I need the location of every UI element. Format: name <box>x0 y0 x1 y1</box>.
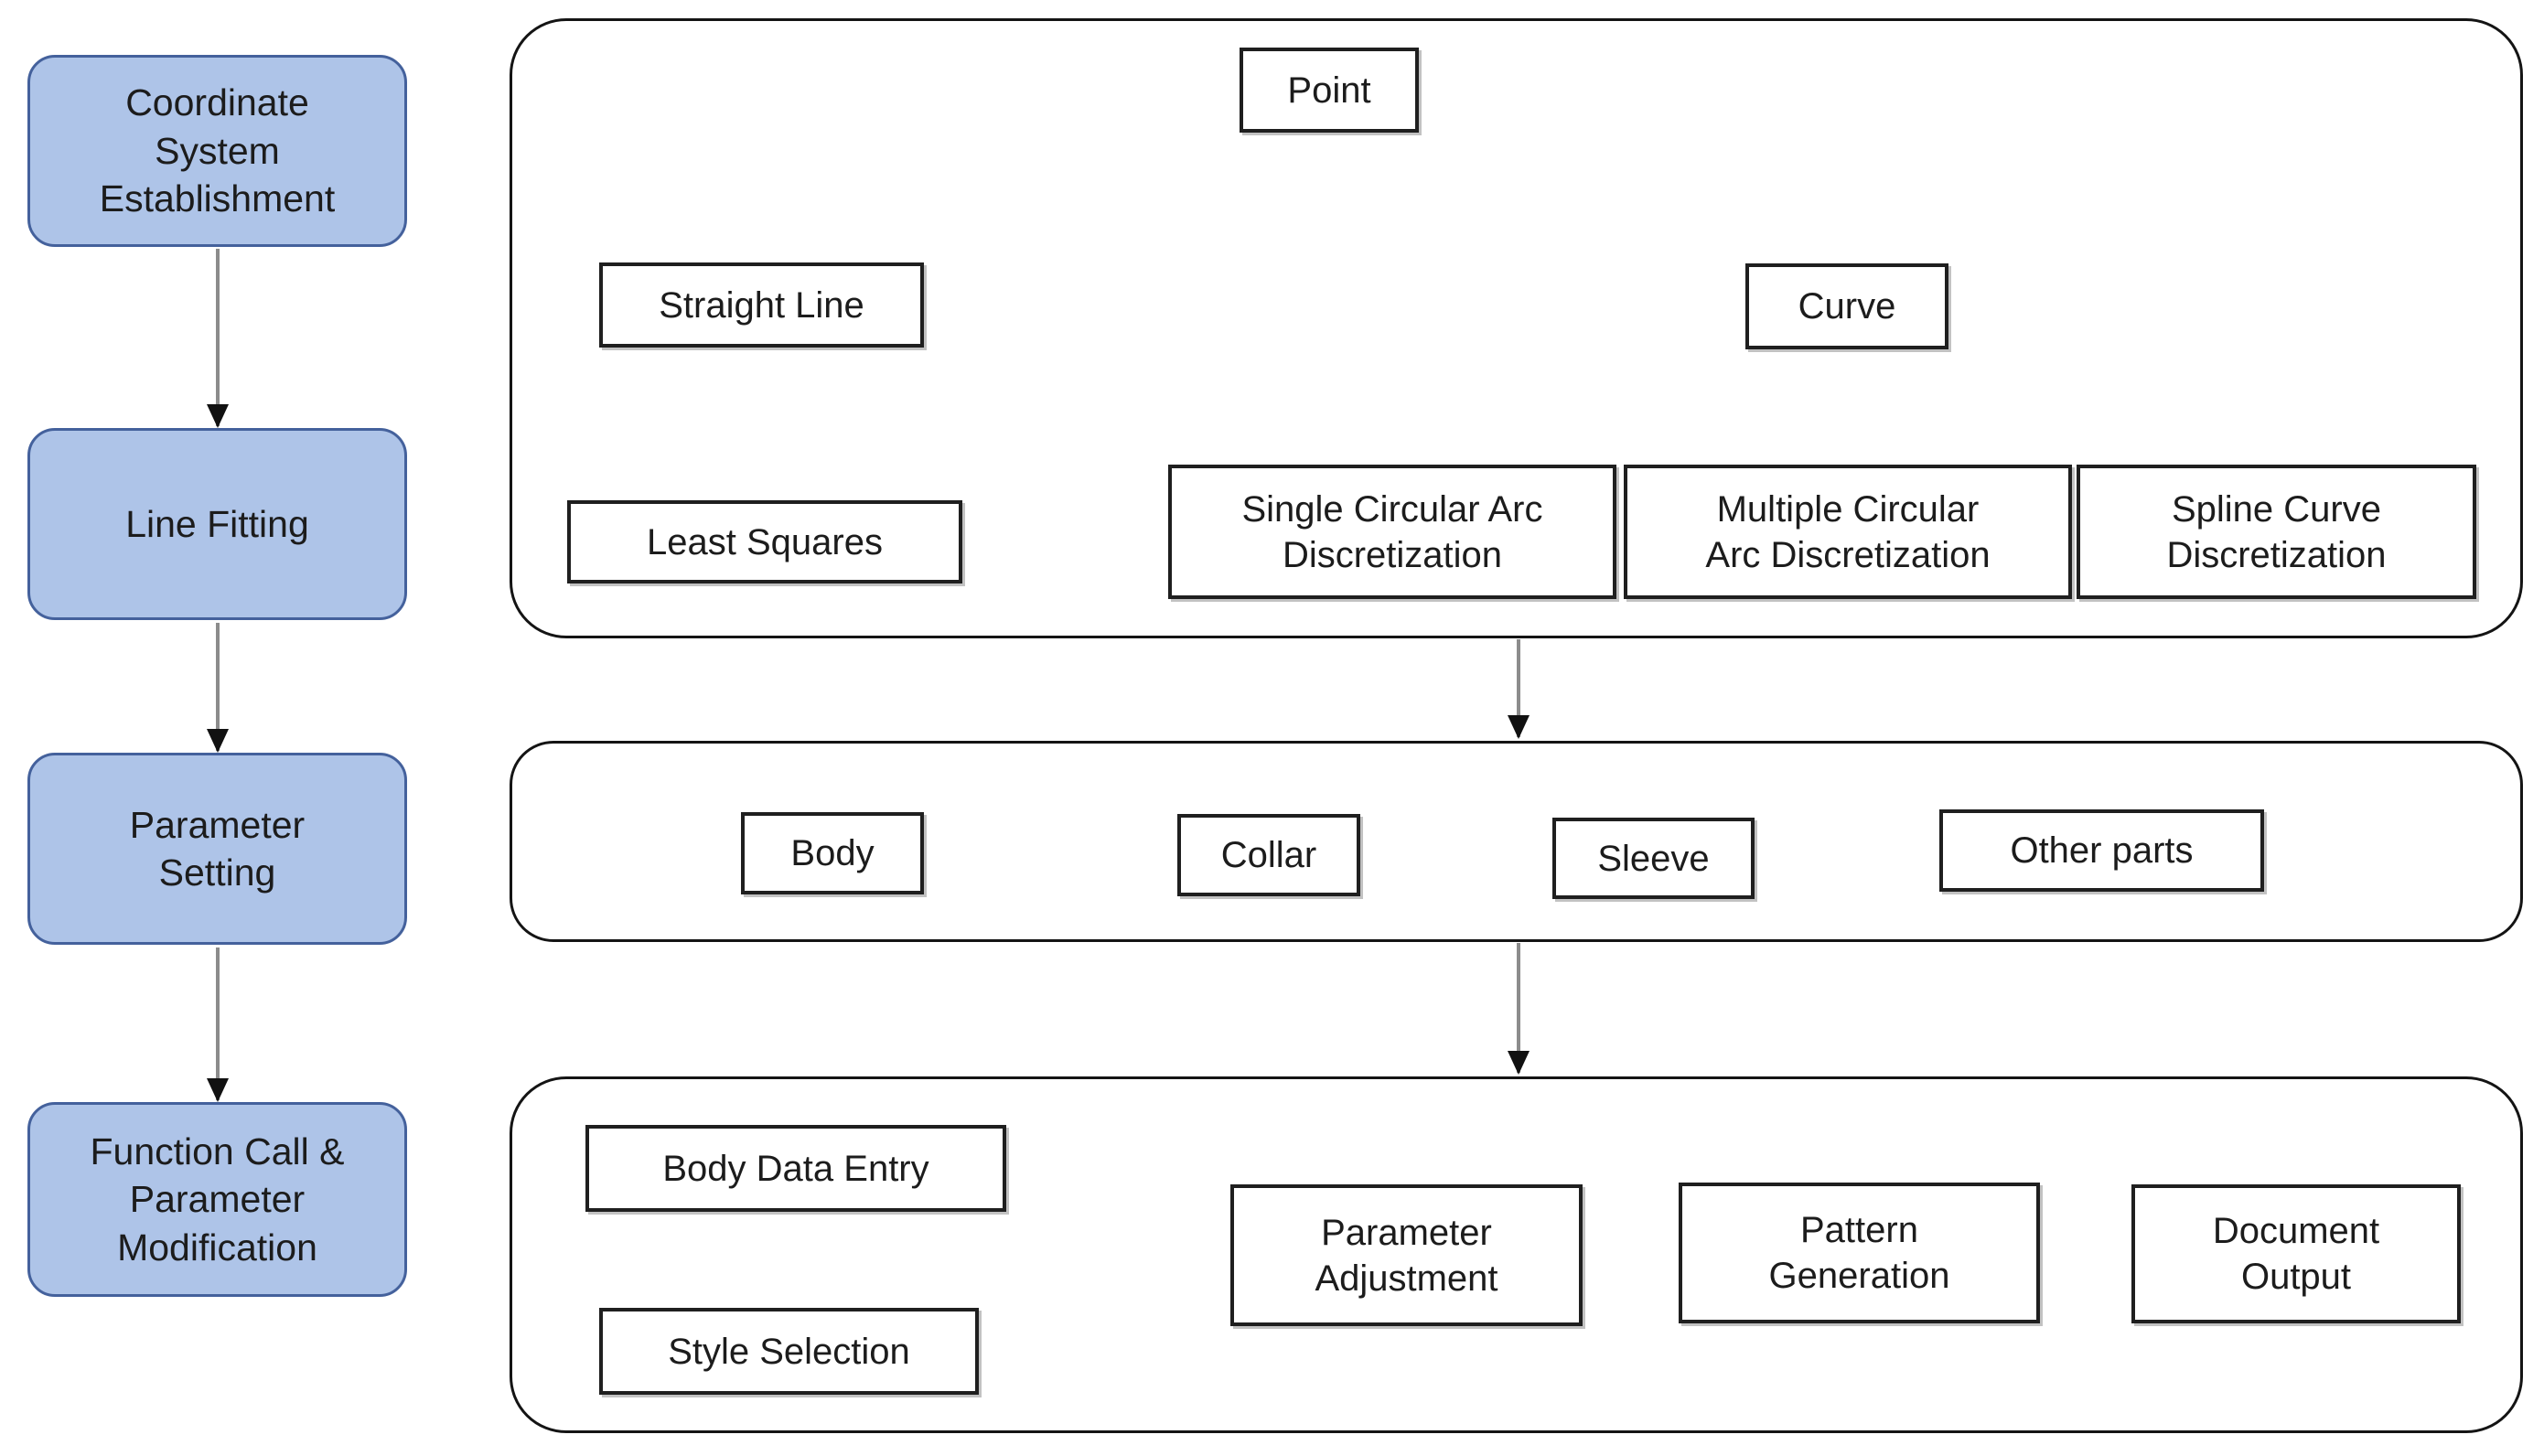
node-curve: Curve <box>1745 263 1948 349</box>
node-multiple-circular-arc-discretization: Multiple Circular Arc Discretization <box>1624 465 2072 599</box>
node-collar: Collar <box>1177 814 1360 896</box>
node-least-squares: Least Squares <box>567 500 962 583</box>
step-function-call-parameter-modification: Function Call & Parameter Modification <box>27 1102 407 1297</box>
node-straight-line: Straight Line <box>599 262 924 348</box>
node-other-parts: Other parts <box>1939 809 2264 892</box>
node-style-selection: Style Selection <box>599 1308 979 1395</box>
node-single-circular-arc-discretization: Single Circular Arc Discretization <box>1168 465 1616 599</box>
node-parameter-adjustment: Parameter Adjustment <box>1230 1184 1583 1326</box>
step-coordinate-system-establishment: Coordinate System Establishment <box>27 55 407 247</box>
step-parameter-setting: Parameter Setting <box>27 753 407 945</box>
node-spline-curve-discretization: Spline Curve Discretization <box>2077 465 2476 599</box>
node-pattern-generation: Pattern Generation <box>1679 1183 2040 1323</box>
node-sleeve: Sleeve <box>1552 818 1755 899</box>
node-document-output: Document Output <box>2131 1184 2461 1323</box>
node-point: Point <box>1240 48 1419 133</box>
node-body: Body <box>741 812 924 894</box>
node-body-data-entry: Body Data Entry <box>585 1125 1006 1212</box>
step-line-fitting: Line Fitting <box>27 428 407 620</box>
